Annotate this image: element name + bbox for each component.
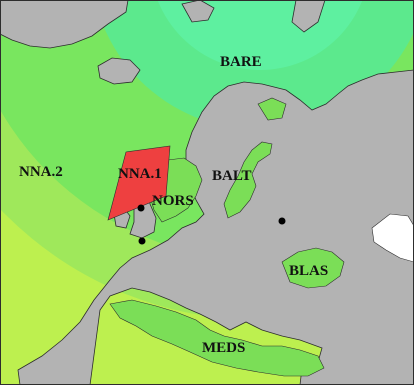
region-label-blas: BLAS: [289, 263, 328, 279]
black-sea-shape: [281, 247, 345, 289]
observation-points: [137, 204, 286, 245]
region-label-nors: NORS: [152, 193, 194, 209]
point-marker: [138, 237, 146, 245]
white-sea: [257, 97, 287, 121]
seas: [109, 97, 345, 377]
point-marker: [278, 217, 286, 225]
baltic-sea-shape: [223, 141, 273, 219]
novaya-zemlya-land: [291, 0, 326, 33]
region-label-balt: BALT: [212, 168, 251, 184]
mediterranean-shape: [109, 299, 325, 377]
region-label-nna2: NNA.2: [19, 164, 63, 180]
nna1-region: [107, 145, 171, 221]
greenland-land: [0, 0, 129, 49]
caspian-white-area: [371, 213, 414, 263]
point-marker: [137, 204, 145, 212]
region-label-meds: MEDS: [202, 340, 245, 356]
region-label-nna1: NNA.1: [118, 166, 162, 182]
eurasia-land: [17, 69, 414, 385]
region-label-bare: BARE: [220, 54, 262, 70]
iceland-land: [97, 57, 141, 85]
